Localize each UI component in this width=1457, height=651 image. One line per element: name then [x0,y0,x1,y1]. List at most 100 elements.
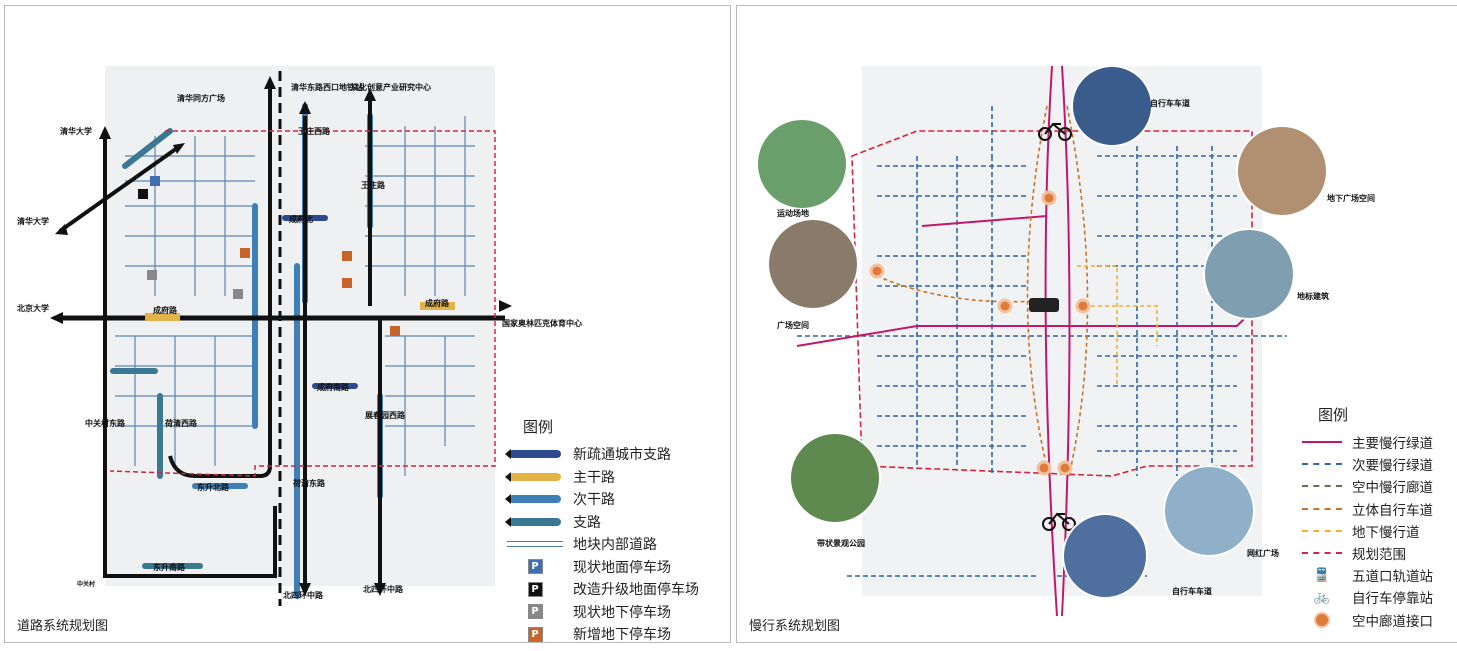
corridor-node-icon [1300,611,1344,628]
photo-label: 网红广场 [1247,548,1279,558]
legend-title: 图例 [1318,406,1349,424]
legend-label: 次要慢行绿道 [1352,458,1433,475]
legend-label: 规划范围 [1352,547,1406,564]
photo-label: 运动场地 [777,208,809,218]
photo-label: 地标建筑 [1297,291,1329,301]
legend-item: 新疏通城市支路 [505,443,727,466]
arterial-highlight [145,302,455,321]
map-label: 清华东路西口地铁站 [291,82,363,92]
map-label: 清华同方广场 [177,93,225,103]
legend-label: 现状地下停车场 [573,604,671,621]
parking-icon [390,326,400,336]
underground-paths [1077,265,1158,386]
map-label: 清华大学 [60,126,92,136]
bike-lane-swatch [1300,501,1344,517]
road-system-map: 清华大学 清华大学 北京大学 清华同方广场 清华东路西口地铁站 文化创意产业研究… [17,66,582,606]
map-labels: 清华大学 清华大学 北京大学 清华同方广场 清华东路西口地铁站 文化创意产业研究… [17,82,582,600]
parking-icon [240,248,250,258]
map-label: 清华大学 [17,216,49,226]
legend-item: 主要慢行绿道 [1300,431,1457,453]
map-label: 中关村 [77,580,95,588]
legend-item: 地下慢行道 [1300,520,1457,542]
plaza-photo [767,218,859,310]
legend-item: P 现状地面停车场 [505,556,727,579]
air-corridor-swatch [1300,478,1344,494]
legend-label: 次干路 [573,492,615,509]
internal-road-swatch [505,536,565,552]
train-icon: 🚆 [1313,567,1331,583]
road-label: 成府路 [153,305,178,315]
legend-label: 支路 [573,514,601,531]
net-plaza-photo [1163,465,1255,557]
corridor-node-icon [1075,298,1091,314]
photo-label: 广场空间 [777,320,809,330]
legend-label: 空中慢行廊道 [1352,480,1433,497]
road-label: 成府北 [289,214,313,224]
legend-item: 次要慢行绿道 [1300,453,1457,475]
legend-item: 次干路 [505,488,727,511]
legend-item: 主干路 [505,466,727,489]
legend-item: 🚲自行车停靠站 [1300,586,1457,608]
legend-label: 地下慢行道 [1352,524,1420,541]
new-road-swatch [505,446,565,462]
panel-caption: 道路系统规划图 [17,619,109,634]
corridor-node-icon [1057,460,1073,476]
photo-thumbnails [756,65,1328,599]
road-label: 展春园西路 [364,410,406,420]
legend-label: 改造升级地面停车场 [573,582,699,599]
road-arrows [50,76,512,596]
road-label: 荷清西路 [164,418,198,428]
bike-lane-photo [1062,513,1148,599]
corridor-node-icon [1036,460,1052,476]
train-icon [1029,298,1059,312]
panel-caption: 慢行系统规划图 [749,619,841,634]
secondary-greenway-swatch [1300,456,1344,472]
sports-field-photo [756,118,848,210]
map-label: 文化创意产业研究中心 [351,82,431,92]
city-roads [58,86,382,586]
parking-icon [342,278,352,288]
legend-label: 新增地下停车场 [573,627,671,643]
corridor-node-icon [997,298,1013,314]
legend-label: 主干路 [573,469,615,486]
photo-label: 地下广场空间 [1327,193,1375,203]
legend-label: 现状地面停车场 [573,559,671,576]
map-label: 北京大学 [17,303,49,313]
parking-icon: P [505,604,565,620]
parking-icon: P [505,581,565,597]
planning-boundary-swatch [1300,545,1344,561]
road-label: 成府路 [425,298,450,308]
road-label: 东升南路 [153,562,186,572]
slow-traffic-map: 自行车车道 运动场地 地下广场空间 广场空间 地标建筑 带状景观公园 自行车车道… [756,65,1375,617]
landmark-photo [1203,228,1295,320]
map-label: 国家奥林匹克体育中心 [502,318,582,328]
bicycle-icon: 🚲 [1313,589,1331,605]
slow-traffic-panel: 自行车车道 运动场地 地下广场空间 广场空间 地标建筑 带状景观公园 自行车车道… [736,5,1457,643]
internal-roads [115,116,475,476]
underground-plaza-photo [1236,125,1328,217]
main-greenway-swatch [1300,434,1344,450]
belt-park-photo [789,432,881,524]
parking-icon: P [505,559,565,575]
branch-roads [110,128,203,569]
legend-label: 地块内部道路 [573,537,657,554]
legend-title: 图例 [523,418,554,436]
legend-item: P 现状地下停车场 [505,601,727,624]
legend-label: 五道口轨道站 [1352,569,1433,586]
parking-icon [233,289,243,299]
corridor-nodes [869,190,1091,476]
parking-icon [150,176,160,186]
branch-swatch [505,514,565,530]
road-label: 王庄西路 [298,126,331,136]
bike-lane-photo [1071,65,1153,147]
slow-traffic-legend: 图例 主要慢行绿道 次要慢行绿道 空中慢行廊道 立体自行车道 地下慢行道 规划范… [1300,404,1457,631]
map-label: 北四环中路 [283,590,324,600]
parking-icon [138,189,148,199]
parking-icon [147,270,157,280]
legend-item: 空中廊道接口 [1300,609,1457,631]
legend-item: 🚆 五道口轨道站 [1300,564,1457,586]
legend-label: 立体自行车道 [1352,502,1433,519]
3d-bike-lanes [876,105,1089,477]
